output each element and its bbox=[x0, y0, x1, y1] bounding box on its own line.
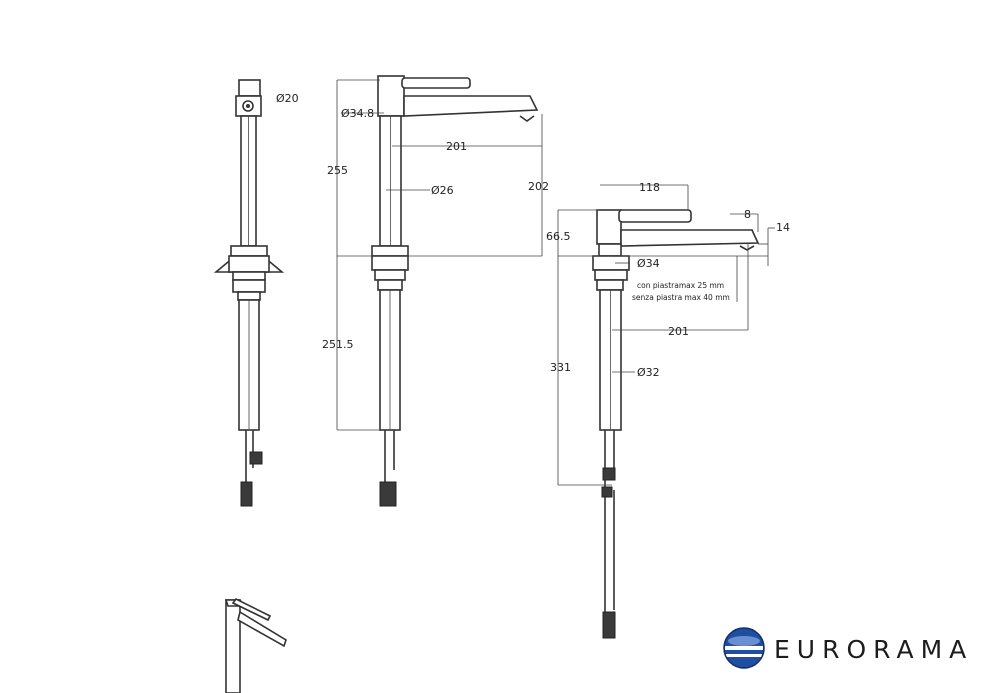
brand-name: EURORAMA bbox=[774, 635, 973, 664]
installed-view bbox=[592, 209, 760, 639]
eurorama-globe-logo bbox=[723, 627, 765, 669]
dim-outlet-offset: 8 bbox=[744, 208, 751, 221]
dim-body-diameter: Ø26 bbox=[431, 184, 454, 197]
dim-spout-height: 202 bbox=[528, 180, 549, 193]
dim-outlet-drop: 14 bbox=[776, 221, 790, 234]
perspective-sketch bbox=[224, 597, 287, 693]
dim-side-handle-diameter: Ø20 bbox=[276, 92, 299, 105]
dim-shank-length: 331 bbox=[550, 361, 571, 374]
dim-spout-reach-top: 201 bbox=[446, 140, 467, 153]
dim-handle-reach: 118 bbox=[639, 181, 660, 194]
dim-body-height-right: 66.5 bbox=[546, 230, 571, 243]
dim-body-top-diameter: Ø34.8 bbox=[341, 107, 374, 120]
dim-base-diameter: Ø34 bbox=[637, 257, 660, 270]
side-view bbox=[213, 79, 285, 507]
note-plate-max: con piastramax 25 mm bbox=[637, 281, 724, 290]
installed-view-dimension-lines bbox=[557, 184, 775, 486]
front-view-dimension-lines bbox=[336, 79, 543, 431]
dim-spout-reach-right: 201 bbox=[668, 325, 689, 338]
dim-under-counter-length: 251.5 bbox=[322, 338, 354, 351]
dim-shank-diameter: Ø32 bbox=[637, 366, 660, 379]
front-view bbox=[371, 75, 539, 507]
note-no-plate-max: senza piastra max 40 mm bbox=[632, 293, 730, 302]
dim-total-height: 255 bbox=[327, 164, 348, 177]
